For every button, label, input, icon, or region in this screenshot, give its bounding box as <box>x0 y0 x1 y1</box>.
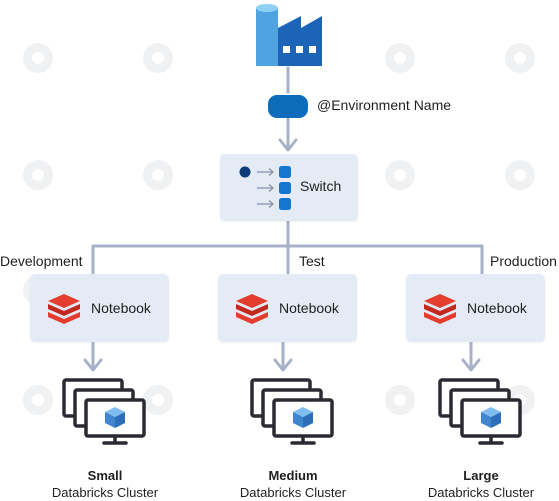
cluster-size: Medium <box>268 468 318 483</box>
arrowhead-prod-cluster <box>461 358 481 372</box>
case-label-production: Production <box>490 253 557 269</box>
switch-activity-card[interactable]: Switch <box>220 154 358 221</box>
arrowhead-switch <box>278 138 298 152</box>
cluster-type: Databricks Cluster <box>51 485 159 500</box>
case-label-development: Development <box>0 253 83 269</box>
cluster-size: Small <box>87 468 123 483</box>
notebook-card-development[interactable]: Notebook <box>30 274 169 342</box>
switch-label: Switch <box>300 178 342 194</box>
cluster-type: Databricks Cluster <box>239 485 347 500</box>
parameter-label: @Environment Name <box>317 97 452 113</box>
arrowhead-dev-cluster <box>83 358 103 372</box>
notebook-label: Notebook <box>91 300 151 316</box>
cluster-type: Databricks Cluster <box>427 485 535 500</box>
databricks-icon <box>48 294 80 324</box>
cluster-caption-large: Large Databricks Cluster <box>406 467 556 501</box>
databricks-icon <box>424 294 456 324</box>
switch-activity-icon <box>239 166 291 210</box>
cluster-caption-medium: Medium Databricks Cluster <box>218 467 368 501</box>
notebook-card-production[interactable]: Notebook <box>406 274 545 342</box>
watermark-logo-icon <box>23 43 535 415</box>
notebook-label: Notebook <box>467 300 527 316</box>
arrowhead-test-cluster <box>273 358 293 372</box>
notebook-card-test[interactable]: Notebook <box>218 274 357 342</box>
case-label-test: Test <box>299 253 325 269</box>
databricks-icon <box>236 294 268 324</box>
cluster-size: Large <box>463 468 499 483</box>
notebook-label: Notebook <box>279 300 339 316</box>
cluster-caption-small: Small Databricks Cluster <box>30 467 180 501</box>
